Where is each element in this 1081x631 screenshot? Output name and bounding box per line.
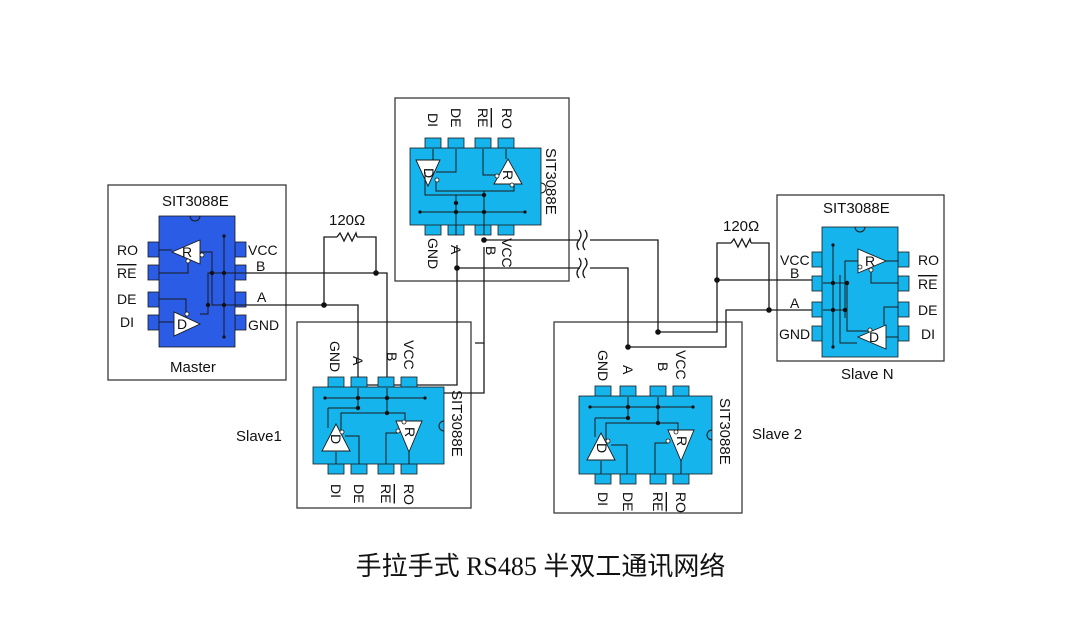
slave2-pin-vcc: VCC [673,350,689,380]
master-pin-di: DI [120,314,134,330]
slaveN-pin-gnd: GND [779,326,810,342]
cable-break-marks [576,229,588,279]
slave1-pin-ro: RO [401,484,417,505]
slaveN-pin-vcc: VCC [780,252,810,268]
slave1-pin-vcc: VCC [401,340,417,370]
slaveN-pin-di: DI [921,326,935,342]
master-pin-a: A [257,289,267,305]
slave1-pin-a: A [350,356,366,366]
slave2-receiver-label: R [674,436,690,446]
master-receiver-label: R [182,244,192,260]
slaveN-part-label: SIT3088E [823,200,890,217]
master-chip: SIT3088E R D RO [117,193,279,376]
slave-top-pin-b: B [483,246,499,255]
slaveN-pin-ro: RO [918,252,939,268]
master-pin-vcc: VCC [248,242,278,258]
slave2-pin-de: DE [620,492,636,511]
slave1-part-label: SIT3088E [448,390,465,457]
slave-top-pin-di: DI [425,113,441,127]
slave2-pin-b: B [655,362,671,371]
slave1-pin-re: RE [378,484,394,503]
slave2-pin-di: DI [595,492,611,506]
master-pin-ro: RO [117,242,138,258]
resistor-1-label: 120Ω [329,212,365,229]
slave2-pin-re: RE [650,492,666,511]
slave1-pin-di: DI [328,484,344,498]
slave1-pin-de: DE [351,484,367,503]
slave2-driver-label: D [594,443,610,453]
master-pin-gnd: GND [248,317,279,333]
resistor-2-label: 120Ω [723,218,759,235]
master-part-label: SIT3088E [162,193,229,210]
master-driver-label: D [177,316,187,332]
slave2-chip: D R SIT3088E GND A B VCC DI DE RE RO [578,350,733,513]
slave2-name-label: Slave 2 [752,426,802,443]
slave2-pin-a: A [620,365,636,375]
slave-top-driver-label: D [421,168,437,178]
slave1-chip: D R SIT3088E GND A B VCC DI DE RE RO [312,340,465,505]
master-name-label: Master [170,359,216,376]
slaveN-pin-b: B [790,265,799,281]
bus-wires [245,236,812,394]
resistor-1 [336,231,358,243]
slaveN-pin-a: A [790,295,800,311]
master-pin-b: B [256,258,265,274]
slave-top-chip: D R SIT3088E DI DE RE RO GND A B VCC [409,108,559,269]
master-pin-re: RE [117,265,136,281]
slave1-driver-label: D [328,434,344,444]
resistor-2 [730,237,752,249]
slave1-receiver-label: R [402,427,418,437]
slave-top-receiver-label: R [500,170,516,180]
slaveN-pin-de: DE [918,302,937,318]
slave2-pin-gnd: GND [595,350,611,381]
slaveN-chip: SIT3088E R D VCC B A [779,200,939,358]
slave-top-part-label: SIT3088E [542,148,559,215]
slaveN-pin-re: RE [918,276,937,292]
figure-caption: 手拉手式 RS485 半双工通讯网络 [355,552,726,581]
slave-top-pin-vcc: VCC [499,238,515,268]
slave1-pin-b: B [384,352,400,361]
slave-top-pin-ro: RO [499,108,515,129]
slave-top-pin-a: A [448,245,464,255]
slave2-part-label: SIT3088E [716,398,733,465]
slave2-pin-ro: RO [673,492,689,513]
slave-top-pin-de: DE [448,108,464,127]
slave-top-pin-re: RE [475,108,491,127]
slaveN-driver-label: D [869,329,879,345]
slaveN-receiver-label: R [865,253,875,269]
master-pin-de: DE [117,291,136,307]
slaveN-name-label: Slave N [841,366,894,383]
slave-top-pin-gnd: GND [425,238,441,269]
slave1-name-label: Slave1 [236,428,282,445]
slave1-pin-gnd: GND [327,341,343,372]
